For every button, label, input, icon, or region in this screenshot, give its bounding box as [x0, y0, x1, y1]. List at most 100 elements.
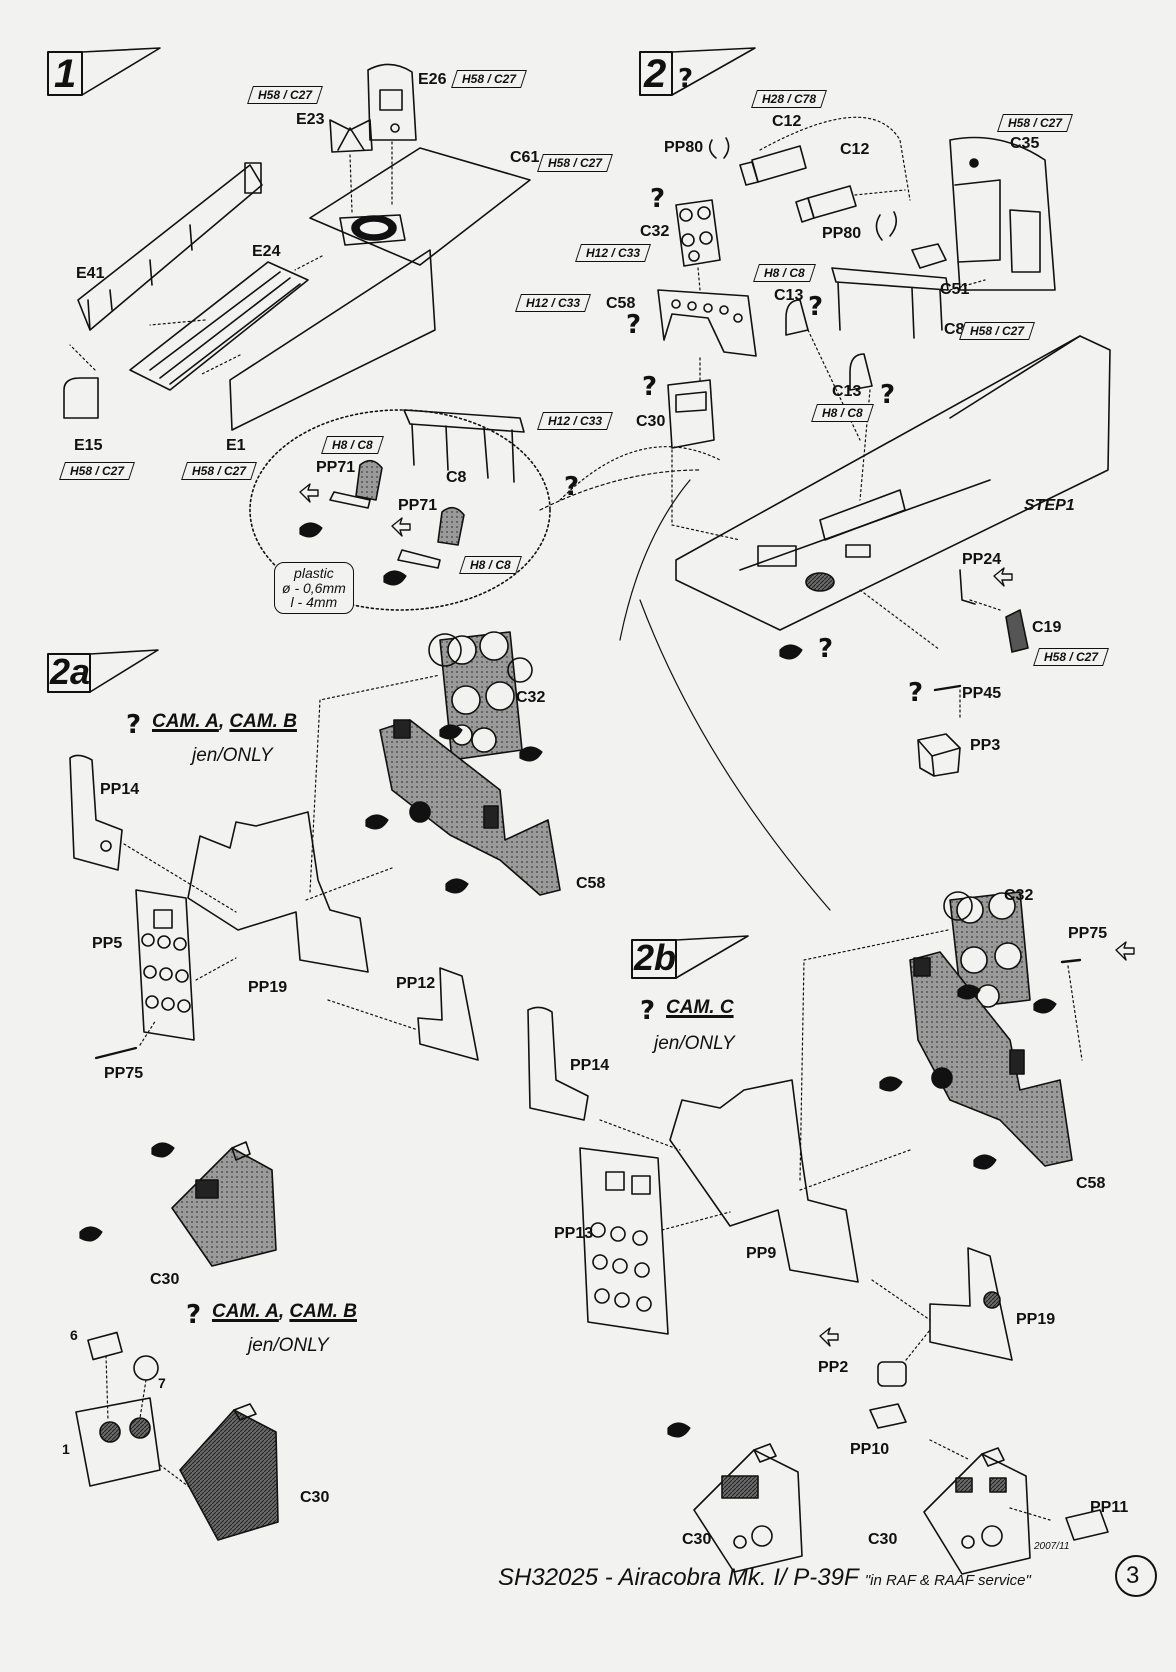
glue-hand-icons — [79, 522, 1057, 1438]
panel-c58 — [657, 289, 757, 357]
label-pp3: PP3 — [970, 737, 1001, 754]
seat-back-e26 — [367, 63, 417, 141]
label-e41: E41 — [76, 265, 105, 282]
footer-kit-code: SH32025 - — [498, 1564, 613, 1591]
label-c30-2a-lower: C30 — [300, 1489, 330, 1506]
label-c19: C19 — [1032, 619, 1062, 636]
console-c30-2b-right — [923, 1453, 1031, 1575]
question-icon-2a: ? — [126, 710, 142, 740]
page-number-circle — [1115, 1555, 1157, 1597]
label-pp14-2a: PP14 — [100, 781, 140, 798]
panel-pp9-base — [669, 1079, 859, 1283]
part-pp11 — [1065, 1509, 1109, 1541]
code-c30-s2: H12 / C33 — [537, 412, 613, 430]
bracket-e23 — [329, 119, 373, 153]
label-c32-2a: C32 — [516, 689, 546, 706]
camo-note-2a-lower: CAM. A, CAM. B — [212, 1301, 357, 1322]
part-pp10 — [869, 1403, 907, 1429]
label-pp12: PP12 — [396, 975, 436, 992]
fold-arrow-icons — [299, 483, 1135, 1347]
step-1-number: 1 — [54, 52, 77, 96]
question-icon-c32: ? — [650, 184, 666, 214]
code-c13-b: H8 / C8 — [811, 404, 874, 422]
code-c19: H58 / C27 — [1033, 648, 1109, 666]
label-pp24: PP24 — [962, 551, 1002, 568]
question-icon-detail: ? — [564, 472, 580, 502]
knob-pp75 — [94, 1046, 138, 1060]
console-c30 — [667, 379, 715, 449]
label-pp5: PP5 — [92, 935, 123, 952]
decal-6 — [87, 1331, 123, 1361]
panel-c58-large — [379, 719, 561, 896]
etched-pp14-2b — [527, 1006, 589, 1121]
label-e23: E23 — [296, 111, 325, 128]
plastic-rod-note: plastic ø - 0,6mm l - 4mm — [274, 562, 354, 615]
question-icon-pp45: ? — [908, 678, 924, 708]
label-e15: E15 — [74, 437, 103, 454]
code-pp71-a: H8 / C8 — [321, 436, 384, 454]
lever-pp24 — [959, 569, 976, 605]
label-c32-s2: C32 — [640, 223, 670, 240]
label-c13-b: C13 — [832, 383, 862, 400]
step2-flag — [639, 47, 756, 96]
code-c35: H58 / C27 — [997, 114, 1073, 132]
gun-c12-a — [751, 145, 807, 183]
label-c12-a: C12 — [772, 113, 802, 130]
console-c30-upper — [171, 1147, 277, 1267]
console-c30-lower — [179, 1409, 279, 1541]
code-c8-s2: H58 / C27 — [959, 322, 1035, 340]
decal-7 — [133, 1355, 159, 1381]
question-icon-2b: ? — [640, 996, 656, 1026]
label-pp45: PP45 — [962, 685, 1002, 702]
label-c8-s2: C8 — [944, 321, 965, 338]
code-e1: H58 / C27 — [181, 462, 257, 480]
pedal-detail-circle — [249, 409, 551, 611]
floor-e24 — [129, 261, 309, 391]
part-e15 — [63, 377, 99, 419]
floor-c61 — [309, 147, 531, 266]
knob-pp75-2b — [1060, 958, 1082, 964]
label-pp80-a: PP80 — [664, 139, 704, 156]
label-c30-2b-right: C30 — [868, 1531, 898, 1548]
part-pp2 — [877, 1361, 907, 1387]
only-note-2b: jen/ONLY — [654, 1033, 735, 1054]
etched-pp14 — [69, 754, 123, 871]
etched-pp13 — [579, 1147, 669, 1335]
label-pp13: PP13 — [554, 1225, 594, 1242]
part-c13-b — [849, 353, 873, 391]
only-note-2a: jen/ONLY — [192, 745, 273, 766]
label-pp71-a: PP71 — [316, 459, 356, 476]
label-pp19-2b: PP19 — [1016, 1311, 1056, 1328]
label-c58-2b: C58 — [1076, 1175, 1106, 1192]
label-c30-s2: C30 — [636, 413, 666, 430]
footer-service: "in RAF & RAAF service" — [864, 1572, 1031, 1589]
side-wall-e1 — [229, 249, 436, 431]
pedal-pp71-b — [437, 506, 465, 546]
step2a-flag — [47, 649, 159, 693]
code-c32-s2: H12 / C33 — [575, 244, 651, 262]
part-c19 — [1005, 609, 1029, 653]
label-pp2: PP2 — [818, 1359, 849, 1376]
label-c35: C35 — [1010, 135, 1040, 152]
question-icon-c58: ? — [626, 310, 642, 340]
label-c12-b: C12 — [840, 141, 870, 158]
etched-pp5 — [135, 889, 195, 1041]
camo-note-2a: CAM. A, CAM. B — [152, 711, 297, 732]
label-decal-6: 6 — [70, 1327, 78, 1343]
label-c51: C51 — [940, 281, 970, 298]
step-2a-number: 2a — [50, 651, 91, 692]
bulkhead-c35 — [949, 136, 1056, 291]
code-c12-a: H28 / C78 — [751, 90, 827, 108]
code-c58-s2: H12 / C33 — [515, 294, 591, 312]
label-c30-2b-left: C30 — [682, 1531, 712, 1548]
pin-pp45 — [933, 684, 962, 692]
plastic-note-line2: ø - 0,6mm — [282, 579, 346, 596]
page-number: 3 — [1126, 1562, 1140, 1589]
label-pp19-2a: PP19 — [248, 979, 288, 996]
decal-sheet-1 — [75, 1397, 161, 1487]
label-c32-2b: C32 — [1004, 887, 1034, 904]
question-icon-c30: ? — [642, 372, 658, 402]
label-pp9: PP9 — [746, 1245, 777, 1262]
step2b-flag — [631, 935, 749, 979]
step-2b-number: 2b — [634, 937, 677, 978]
